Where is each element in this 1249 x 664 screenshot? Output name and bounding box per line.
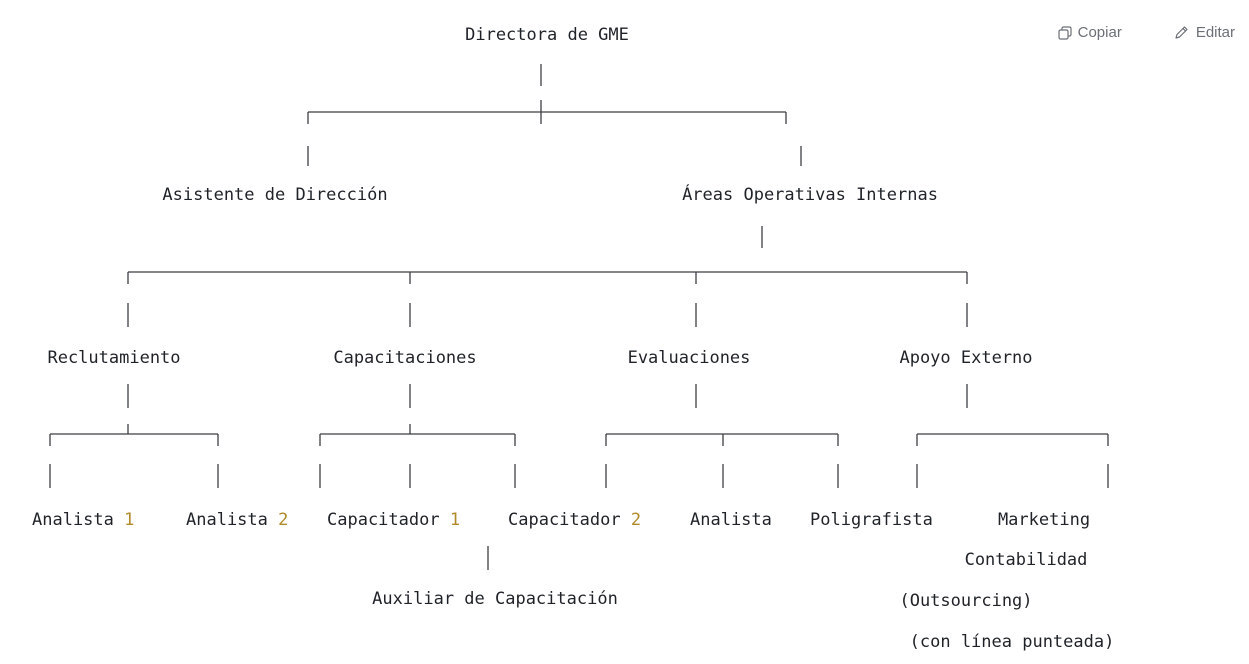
node-outsourcing: (Outsourcing) — [899, 591, 1032, 611]
toolbar: Copiar Editar — [1058, 24, 1235, 41]
node-director: Directora de GME — [465, 25, 629, 45]
node-assistant: Asistente de Dirección — [162, 185, 387, 205]
pencil-icon — [1174, 25, 1190, 40]
node-operations: Áreas Operativas Internas — [682, 183, 938, 205]
node-analyst-2: Analista 2 — [186, 510, 288, 530]
node-eval-analyst: Analista — [690, 510, 772, 530]
node-polygraphist: Poligrafista — [810, 510, 933, 530]
node-recruitment: Reclutamiento — [47, 348, 180, 368]
role-word: Capacitador — [327, 510, 440, 530]
node-dotted-line-note: (con línea punteada) — [910, 632, 1115, 652]
edit-button[interactable]: Editar — [1174, 24, 1235, 41]
node-trainer-2: Capacitador 2 — [508, 510, 641, 530]
role-word: Capacitador — [508, 510, 621, 530]
node-analyst-1: Analista 1 — [32, 510, 134, 530]
role-word: Analista — [32, 510, 114, 530]
role-number: 2 — [631, 510, 641, 530]
node-marketing: Marketing — [998, 510, 1090, 530]
role-word: Analista — [186, 510, 268, 530]
node-external: Apoyo Externo — [899, 348, 1032, 368]
role-number: 1 — [124, 510, 134, 530]
role-number: 2 — [278, 510, 288, 530]
node-trainer-1: Capacitador 1 — [327, 510, 460, 530]
edit-label: Editar — [1195, 24, 1235, 41]
node-training-assistant: Auxiliar de Capacitación — [372, 589, 618, 609]
copy-icon — [1058, 25, 1072, 40]
node-training: Capacitaciones — [333, 348, 476, 368]
copy-label: Copiar — [1077, 24, 1122, 41]
node-accounting: Contabilidad — [965, 550, 1088, 570]
role-number: 1 — [450, 510, 460, 530]
node-evaluations: Evaluaciones — [628, 348, 751, 368]
copy-button[interactable]: Copiar — [1058, 24, 1122, 41]
